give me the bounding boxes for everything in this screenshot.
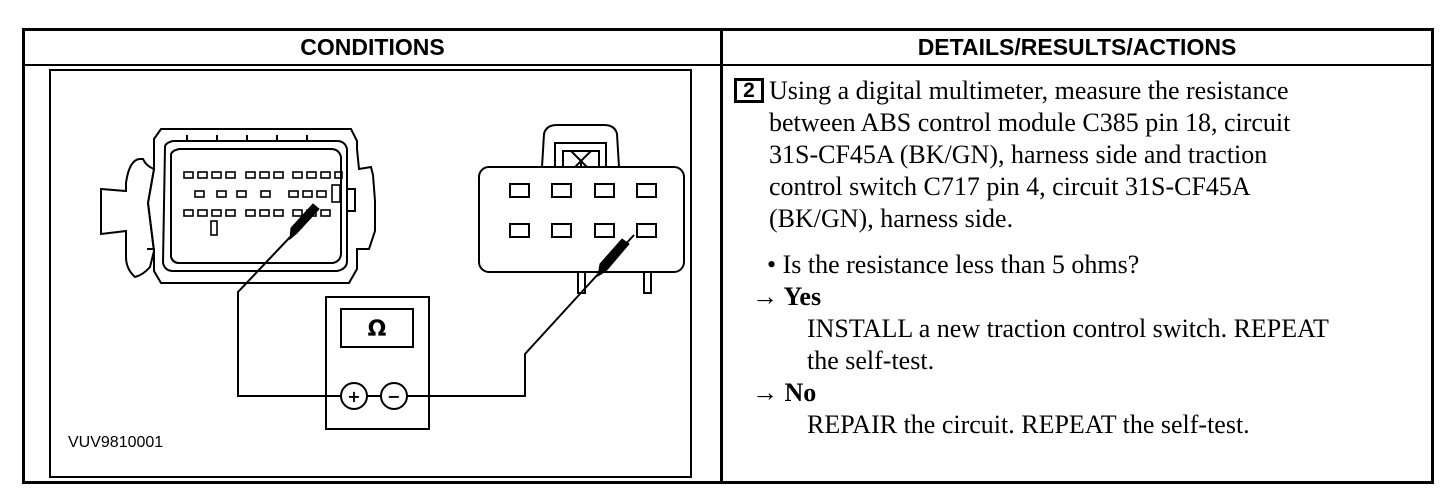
digital-multimeter: Ω + − bbox=[325, 296, 430, 430]
meter-display bbox=[340, 308, 414, 348]
multimeter-test-illustration: Ω + − bbox=[100, 124, 685, 430]
details-panel: 2 Using a digital multimeter, measure th… bbox=[730, 75, 1423, 477]
resistance-question: • Is the resistance less than 5 ohms? bbox=[767, 250, 1140, 279]
abs-module-connector bbox=[100, 128, 376, 284]
yes-action-line: INSTALL a new traction control switch. R… bbox=[807, 314, 1329, 343]
plus-label: + bbox=[347, 387, 360, 406]
instruction-line: (BK/GN), harness side. bbox=[769, 204, 1014, 233]
diagnostic-table: CONDITIONS DETAILS/RESULTS/ACTIONS bbox=[22, 28, 1434, 484]
figure-id: VUV9810001 bbox=[68, 434, 164, 451]
step-number-badge: 2 bbox=[734, 78, 764, 103]
no-label: → No bbox=[752, 378, 817, 407]
conditions-header: CONDITIONS bbox=[300, 34, 445, 60]
minus-label: − bbox=[387, 387, 400, 406]
no-action: REPAIR the circuit. REPEAT the self-test… bbox=[807, 410, 1250, 439]
abs-module-pins bbox=[183, 171, 343, 236]
header-divider bbox=[25, 64, 1431, 66]
details-header: DETAILS/RESULTS/ACTIONS bbox=[917, 34, 1237, 60]
traction-switch-pins bbox=[509, 183, 657, 238]
instruction-line: control switch C717 pin 4, circuit 31S-C… bbox=[769, 172, 1251, 201]
test-leads bbox=[237, 213, 635, 397]
ohm-symbol: Ω bbox=[368, 317, 387, 342]
yes-action-line: the self-test. bbox=[807, 346, 935, 375]
instruction-line: between ABS control module C385 pin 18, … bbox=[769, 108, 1291, 137]
traction-switch-connector bbox=[478, 124, 685, 294]
conditions-diagram: Ω + − VUV9810001 bbox=[49, 69, 692, 478]
probe-tips bbox=[289, 203, 630, 278]
step-instruction: 2 Using a digital multimeter, measure th… bbox=[730, 75, 1423, 235]
instruction-line: Using a digital multimeter, measure the … bbox=[769, 76, 1289, 105]
column-divider bbox=[720, 31, 723, 481]
instruction-line: 31S-CF45A (BK/GN), harness side and trac… bbox=[769, 140, 1268, 169]
yes-label: → Yes bbox=[752, 282, 822, 311]
